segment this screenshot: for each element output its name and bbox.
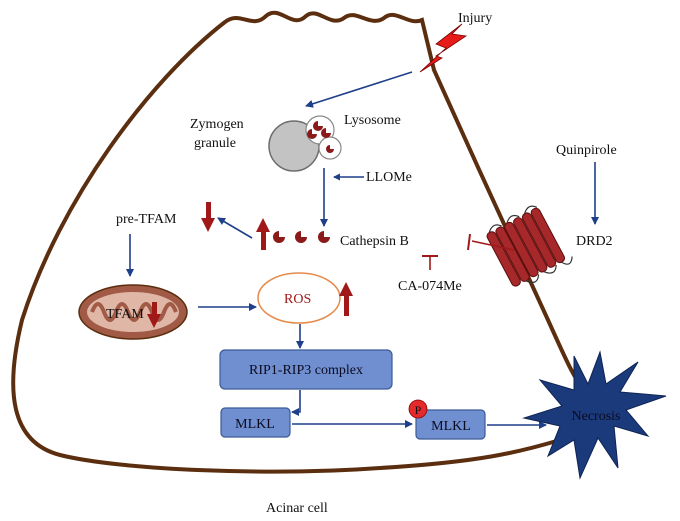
necrosis-burst-icon <box>522 350 667 480</box>
pre-tfam-label: pre-TFAM <box>116 212 177 227</box>
drd2-receptor <box>486 205 573 287</box>
pretfam-decrease-arrow <box>201 202 215 232</box>
drd2-label: DRD2 <box>576 234 613 249</box>
cathepsin-b-dot <box>273 231 285 243</box>
ros-increase-arrow <box>339 282 353 316</box>
rip-complex-box <box>219 349 393 390</box>
zymogen-label-line2: granule <box>194 136 236 151</box>
necrosis-label: Necrosis <box>572 409 621 424</box>
ros-label: ROS <box>284 292 311 307</box>
rip-complex-label: RIP1-RIP3 complex <box>249 363 363 378</box>
cathepsin-b-dot <box>295 231 307 243</box>
ros-node <box>257 272 341 324</box>
phospho-mlkl-box <box>415 409 486 440</box>
acinar-cell-caption: Acinar cell <box>266 501 328 516</box>
ca074me-label: CA-074Me <box>398 279 462 294</box>
llome-label: LLOMe <box>366 170 412 185</box>
tfam-label: TFAM <box>106 307 144 322</box>
mlkl-label: MLKL <box>235 417 275 432</box>
cathepsin-dot <box>307 129 317 139</box>
lysosome-label: Lysosome <box>344 113 401 128</box>
phosphate-badge <box>408 399 428 419</box>
arrow-injury-to-lysosome <box>305 71 413 108</box>
inhibitor-receptor-line <box>471 240 515 251</box>
zymogen-label-line1: Zymogen <box>190 117 244 132</box>
cathepsin-b-dot <box>318 231 330 243</box>
injury-label: Injury <box>458 11 492 26</box>
inhibitor-receptor-bar <box>467 233 471 251</box>
phospho-mlkl-label: MLKL <box>431 419 471 434</box>
tfam-decrease-arrow <box>147 302 161 328</box>
cathepsin-increase-arrow <box>256 218 270 250</box>
quinpirole-label: Quinpirole <box>556 143 617 158</box>
arrow-cathepsin-to-pretfam <box>217 217 253 239</box>
cathepsin-dot <box>313 121 323 132</box>
arrow-rip-to-mlkl <box>291 390 301 416</box>
cathepsin-b-label: Cathepsin B <box>340 234 409 249</box>
cathepsin-dot <box>326 145 334 153</box>
lightning-bolt-icon <box>419 23 468 73</box>
cathepsin-dot <box>321 128 331 138</box>
mlkl-box <box>220 407 291 438</box>
phosphate-label: P <box>415 403 422 417</box>
